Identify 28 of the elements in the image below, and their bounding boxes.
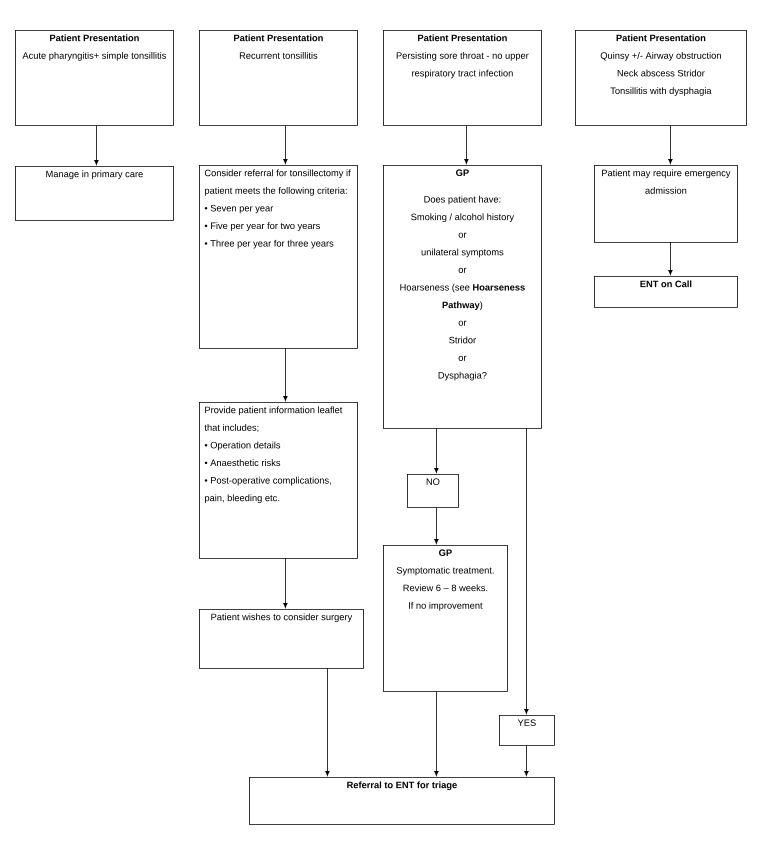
arrow — [283, 348, 288, 401]
process-box: GP Symptomatic treatment. Review 6 – 8 weeks. If no improvement — [383, 545, 508, 692]
process-box: Patient may require emergency admission — [594, 165, 738, 243]
arrow — [668, 242, 673, 275]
process-box: Patient wishes to consider surgery — [199, 609, 364, 669]
process-box: Patient Presentation Acute pharyngitis+ simple tonsillitis — [15, 30, 174, 126]
arrow — [434, 428, 439, 473]
arrow — [94, 125, 99, 165]
process-box: ENT on Call — [594, 276, 738, 308]
arrow — [283, 125, 288, 164]
process-box: Patient Presentation Quinsy +/- Airway obstruction Neck abscess Stridor Tonsillitis with dysphagia — [575, 30, 747, 126]
process-box: Consider referral for tonsillectomy if patient meets the following criteria: • Seven per year • Five per year for two years • Three per year for three years — [199, 165, 358, 349]
process-box: Manage in primary care — [15, 166, 174, 221]
arrow — [434, 691, 439, 776]
arrow — [524, 745, 529, 776]
process-box: NO — [407, 474, 459, 508]
arrow — [668, 125, 673, 164]
process-box: Referral to ENT for triage — [249, 777, 555, 825]
arrow — [524, 428, 529, 714]
process-box: Patient Presentation Persisting sore throat - no upper respiratory tract infection — [383, 30, 542, 126]
arrow — [283, 558, 288, 608]
process-box: YES — [499, 715, 555, 746]
arrow — [325, 668, 330, 776]
process-box: Patient Presentation Recurrent tonsillitis — [199, 30, 358, 126]
process-box: Provide patient information leaflet that includes; • Operation details • Anaesthetic risks • Post-operative complications, pain, bleeding etc. — [199, 402, 358, 559]
arrow — [434, 507, 439, 544]
process-box: GP Does patient have: Smoking / alcohol history or unilateral symptoms or Hoarseness (see Hoarseness Pathway) or Stridor or Dysphagia? — [383, 165, 542, 429]
arrow — [464, 125, 469, 164]
